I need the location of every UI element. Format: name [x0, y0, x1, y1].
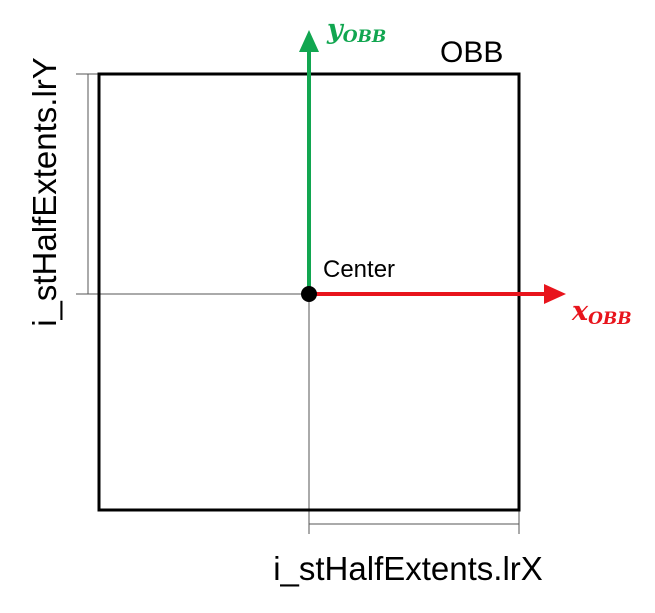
- y-axis-arrow: [299, 30, 319, 294]
- dimension-y-label: i_stHalfExtents.lrY: [26, 57, 63, 327]
- y-axis-label: yOBB: [326, 14, 386, 47]
- box-label: OBB: [440, 36, 503, 69]
- guide-lines: [76, 73, 520, 534]
- center-label: Center: [323, 256, 395, 283]
- x-axis-arrowhead: [544, 284, 566, 304]
- x-axis-symbol: x: [571, 296, 589, 327]
- center-point: [301, 286, 317, 302]
- dimension-x-label: i_stHalfExtents.lrX: [273, 550, 543, 587]
- y-axis-symbol: y: [326, 14, 345, 45]
- x-axis-label: xOBB: [571, 296, 632, 329]
- x-axis-arrow: [309, 284, 566, 304]
- x-axis-subscript: OBB: [588, 309, 632, 329]
- y-axis-arrowhead: [299, 30, 319, 52]
- y-axis-subscript: OBB: [343, 27, 387, 47]
